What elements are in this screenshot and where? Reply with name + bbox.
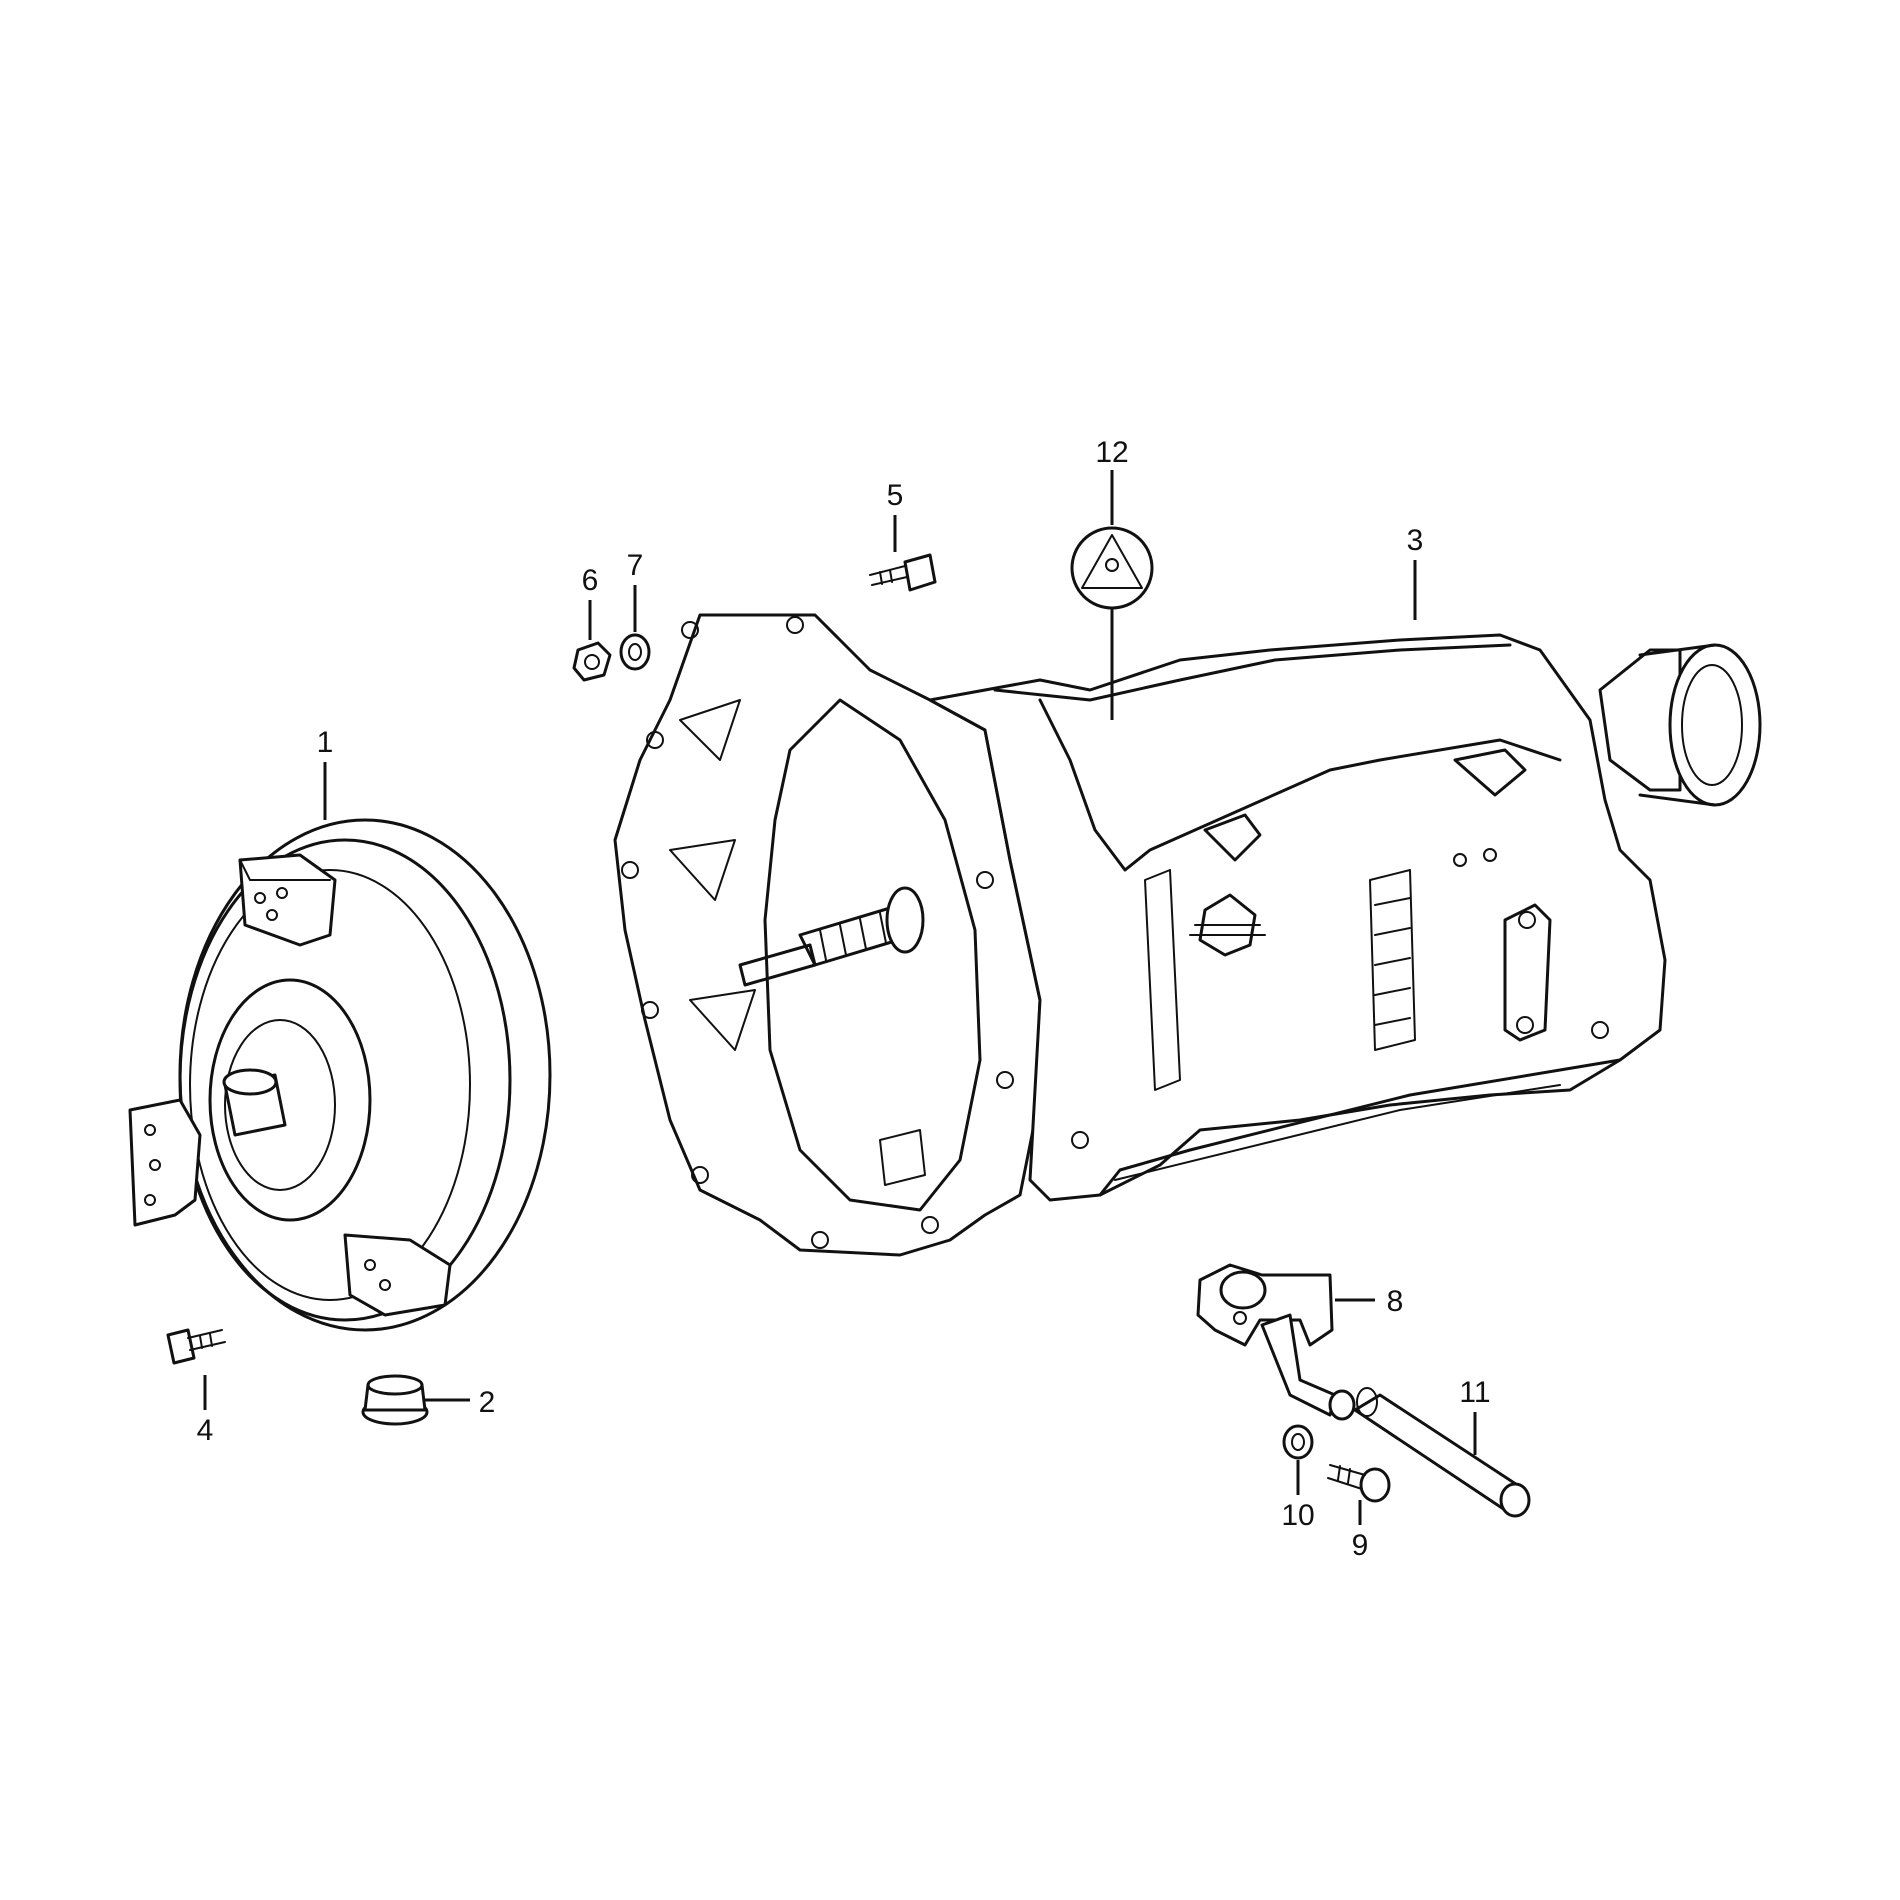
part-bolt-4 <box>166 1328 226 1365</box>
callout-5: 5 <box>887 479 904 512</box>
part-bolt-5 <box>869 553 937 592</box>
callout-2: 2 <box>479 1386 496 1419</box>
callout-7: 7 <box>627 549 644 582</box>
callout-12: 12 <box>1095 436 1128 469</box>
callout-9: 9 <box>1352 1529 1369 1562</box>
callout-8: 8 <box>1387 1285 1404 1318</box>
callout-1: 1 <box>317 726 334 759</box>
leader-lines <box>203 470 1477 1525</box>
part-bracket-8 <box>1196 1263 1356 1421</box>
callout-labels: 1 2 3 4 5 6 7 8 9 10 11 12 <box>197 436 1491 1562</box>
callout-3: 3 <box>1407 524 1424 557</box>
part-bolt-9 <box>1327 1464 1391 1503</box>
part-nut-10 <box>1282 1424 1314 1460</box>
part-nut-6 <box>572 641 612 682</box>
part-washer-7 <box>619 633 651 671</box>
part-transmission-housing <box>613 613 1762 1257</box>
callout-10: 10 <box>1281 1499 1314 1532</box>
part-hose-11 <box>1353 1387 1531 1518</box>
part-plug <box>361 1374 429 1426</box>
callout-11: 11 <box>1459 1376 1490 1409</box>
part-torque-converter <box>128 818 552 1332</box>
callout-6: 6 <box>582 564 599 597</box>
part-cap-12 <box>1070 526 1154 610</box>
callout-4: 4 <box>197 1414 214 1447</box>
